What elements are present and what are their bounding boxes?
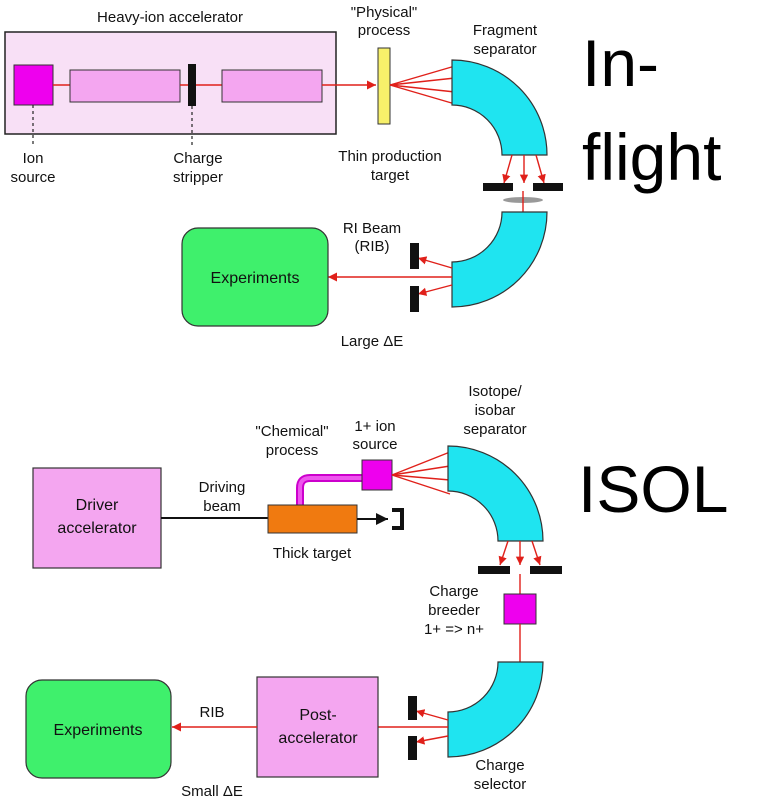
charge-breeder-block	[503, 593, 537, 625]
isol-section: Driver accelerator Driving beam Thick ta…	[25, 383, 728, 800]
fragment-separator-label-2: separator	[473, 41, 536, 58]
driver-accelerator-box	[32, 467, 162, 569]
fragment-separator-dipole-1	[451, 59, 548, 156]
chemical-process-label-2: process	[266, 442, 319, 459]
accelerator-stage-1	[69, 69, 181, 103]
driver-accelerator-label-2: accelerator	[57, 520, 137, 537]
post-accelerator-box	[256, 676, 379, 778]
isotope-separator-dipole	[447, 445, 544, 542]
ion-source-1plus-label-2: source	[352, 436, 397, 453]
charge-breeder-label-2: breeder	[428, 602, 480, 619]
charge-stripper-label-2: stripper	[173, 169, 223, 186]
thick-target-label: Thick target	[273, 545, 352, 562]
isotope-separator-label-1: Isotope/	[468, 383, 522, 400]
focus-ray-3	[535, 154, 546, 184]
isol-ray-3	[391, 474, 451, 481]
physical-process-label-2: process	[358, 22, 411, 39]
isol-ray-1	[391, 451, 451, 476]
fragment-separator-dipole-2	[451, 211, 548, 308]
isol-rib-label: RIB	[199, 704, 224, 721]
driving-beam-label-1: Driving	[199, 479, 246, 496]
isol-ray-4	[391, 474, 451, 495]
fragment-separator-label-1: Fragment	[473, 22, 538, 39]
isol-experiments-box	[25, 679, 172, 779]
ion-source-1plus-label-1: 1+ ion	[354, 418, 395, 435]
charge-breeder-label-1: Charge	[429, 583, 478, 600]
isol-heading: ISOL	[578, 452, 728, 526]
isol-slit-right	[530, 566, 562, 574]
post-accelerator-label-1: Post-	[299, 707, 336, 724]
thick-target-block	[267, 504, 358, 534]
ion-source-label-2: source	[10, 169, 55, 186]
driving-beam-label-2: beam	[203, 498, 241, 515]
slit-right	[533, 183, 563, 191]
charge-selector-label-2: selector	[474, 776, 527, 793]
slit-left	[483, 183, 513, 191]
transfer-tube	[296, 474, 365, 505]
chemical-process-label-1: "Chemical"	[255, 423, 328, 440]
isol-ray-2	[391, 465, 451, 476]
isol-slit-left	[478, 566, 510, 574]
rib-ray-2	[417, 284, 453, 296]
selector-ray-1	[415, 709, 449, 721]
charge-breeder-label-3: 1+ => n+	[424, 621, 484, 638]
rib-slit-top	[410, 243, 419, 269]
accelerator-stage-2	[221, 69, 323, 103]
inflight-experiments-label: Experiments	[211, 270, 300, 287]
thin-production-target	[377, 47, 391, 125]
charge-stripper-bar	[188, 64, 196, 106]
isotope-separator-label-3: separator	[463, 421, 526, 438]
inflight-heading-2: flight	[582, 120, 721, 194]
rib-slit-bottom	[410, 286, 419, 312]
ion-source-1plus-block	[361, 459, 393, 491]
charge-selector-label-1: Charge	[475, 757, 524, 774]
rib-label-1: RI Beam	[343, 220, 401, 237]
isotope-separator-label-2: isobar	[475, 402, 516, 419]
selector-slit-top	[408, 696, 417, 720]
ion-source-block	[13, 64, 54, 106]
fragment-ray-3	[389, 84, 456, 93]
focus-ray-1	[502, 154, 513, 184]
sep-ray-3	[531, 540, 542, 566]
beam-dump	[392, 508, 404, 530]
selector-ray-2	[415, 735, 449, 745]
physical-process-label-1: "Physical"	[351, 4, 418, 21]
inflight-section: Heavy-ion accelerator Ion source Charge …	[4, 4, 721, 350]
small-de-label: Small ΔE	[181, 783, 243, 800]
charge-stripper-label-1: Charge	[173, 150, 222, 167]
fragment-ray-4	[389, 84, 456, 105]
inflight-heading-1: In-	[582, 26, 659, 100]
selector-slit-bottom	[408, 736, 417, 760]
post-accelerator-label-2: accelerator	[278, 730, 358, 747]
rib-label-2: (RIB)	[355, 238, 390, 255]
heavy-ion-accelerator-label: Heavy-ion accelerator	[97, 9, 243, 26]
large-de-label: Large ΔE	[341, 333, 404, 350]
driver-accelerator-label-1: Driver	[76, 497, 119, 514]
thin-target-label-2: target	[371, 167, 410, 184]
isol-experiments-label: Experiments	[54, 722, 143, 739]
ion-source-label-1: Ion	[23, 150, 44, 167]
inflight-experiments-box	[181, 227, 329, 327]
transfer-tube-inner	[298, 476, 365, 505]
fragment-ray-2	[389, 77, 456, 86]
charge-selector-dipole	[447, 661, 544, 758]
fragment-ray-1	[389, 65, 456, 86]
rib-ray-1	[417, 256, 453, 269]
thin-target-label-1: Thin production	[338, 148, 441, 165]
sep-ray-1	[498, 540, 509, 566]
